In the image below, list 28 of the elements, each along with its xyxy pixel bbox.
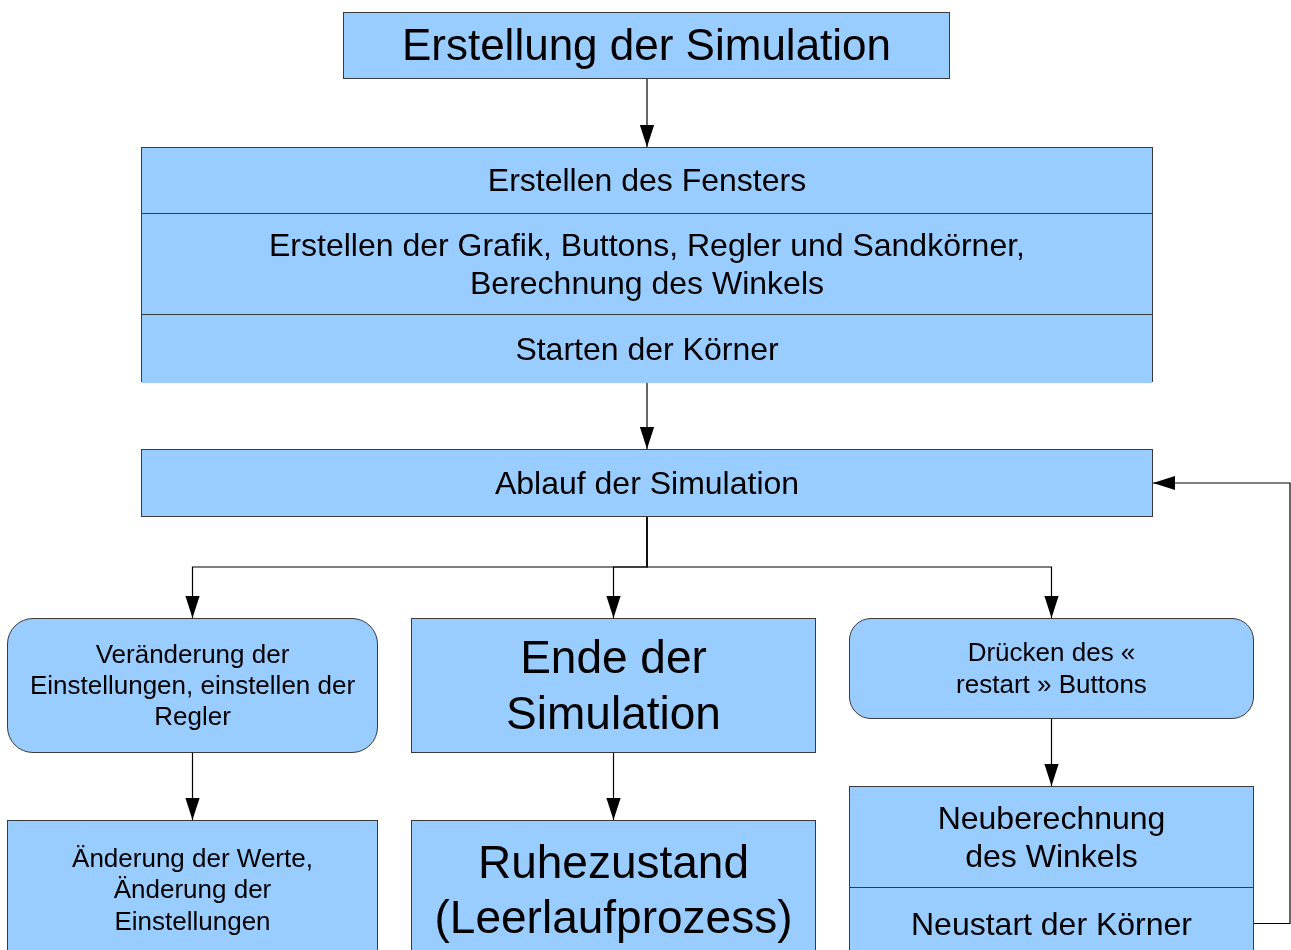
node-label: Neuberechnung des Winkels — [936, 798, 1167, 876]
node-label: Ablauf der Simulation — [493, 463, 801, 503]
arrow — [639, 78, 655, 148]
node-label: Veränderung der Einstellungen, einstellen der Regler — [28, 638, 357, 733]
process-box — [411, 618, 816, 753]
node-label: Änderung der Werte, Änderung der Einstellungen — [71, 843, 314, 937]
process-box — [411, 820, 816, 950]
node-label: Neustart der Körner — [910, 905, 1193, 944]
group-box — [849, 786, 1254, 950]
arrow — [1152, 475, 1291, 925]
rounded-process-box — [7, 618, 378, 753]
node-label: Erstellen des Fensters — [486, 161, 808, 200]
arrow — [185, 752, 200, 821]
group-box — [141, 147, 1153, 382]
process-box — [141, 449, 1153, 517]
node-label: Erstellen der Grafik, Buttons, Regler und Sandkörner, Berechnung des Winkels — [268, 225, 1026, 303]
arrow — [639, 381, 655, 450]
arrow — [606, 752, 621, 821]
process-box — [7, 820, 378, 950]
process-box — [343, 12, 950, 79]
arrow — [646, 516, 1059, 619]
node-label: Ruhezustand (Leerlaufprozess) — [433, 834, 794, 945]
node-label: Drücken des « restart » Buttons — [955, 637, 1148, 700]
node-label: Starten der Körner — [514, 329, 780, 369]
node-label: Erstellung der Simulation — [400, 19, 893, 72]
arrow — [1044, 718, 1059, 787]
rounded-process-box — [849, 618, 1254, 719]
node-label: Ende der Simulation — [505, 630, 722, 741]
